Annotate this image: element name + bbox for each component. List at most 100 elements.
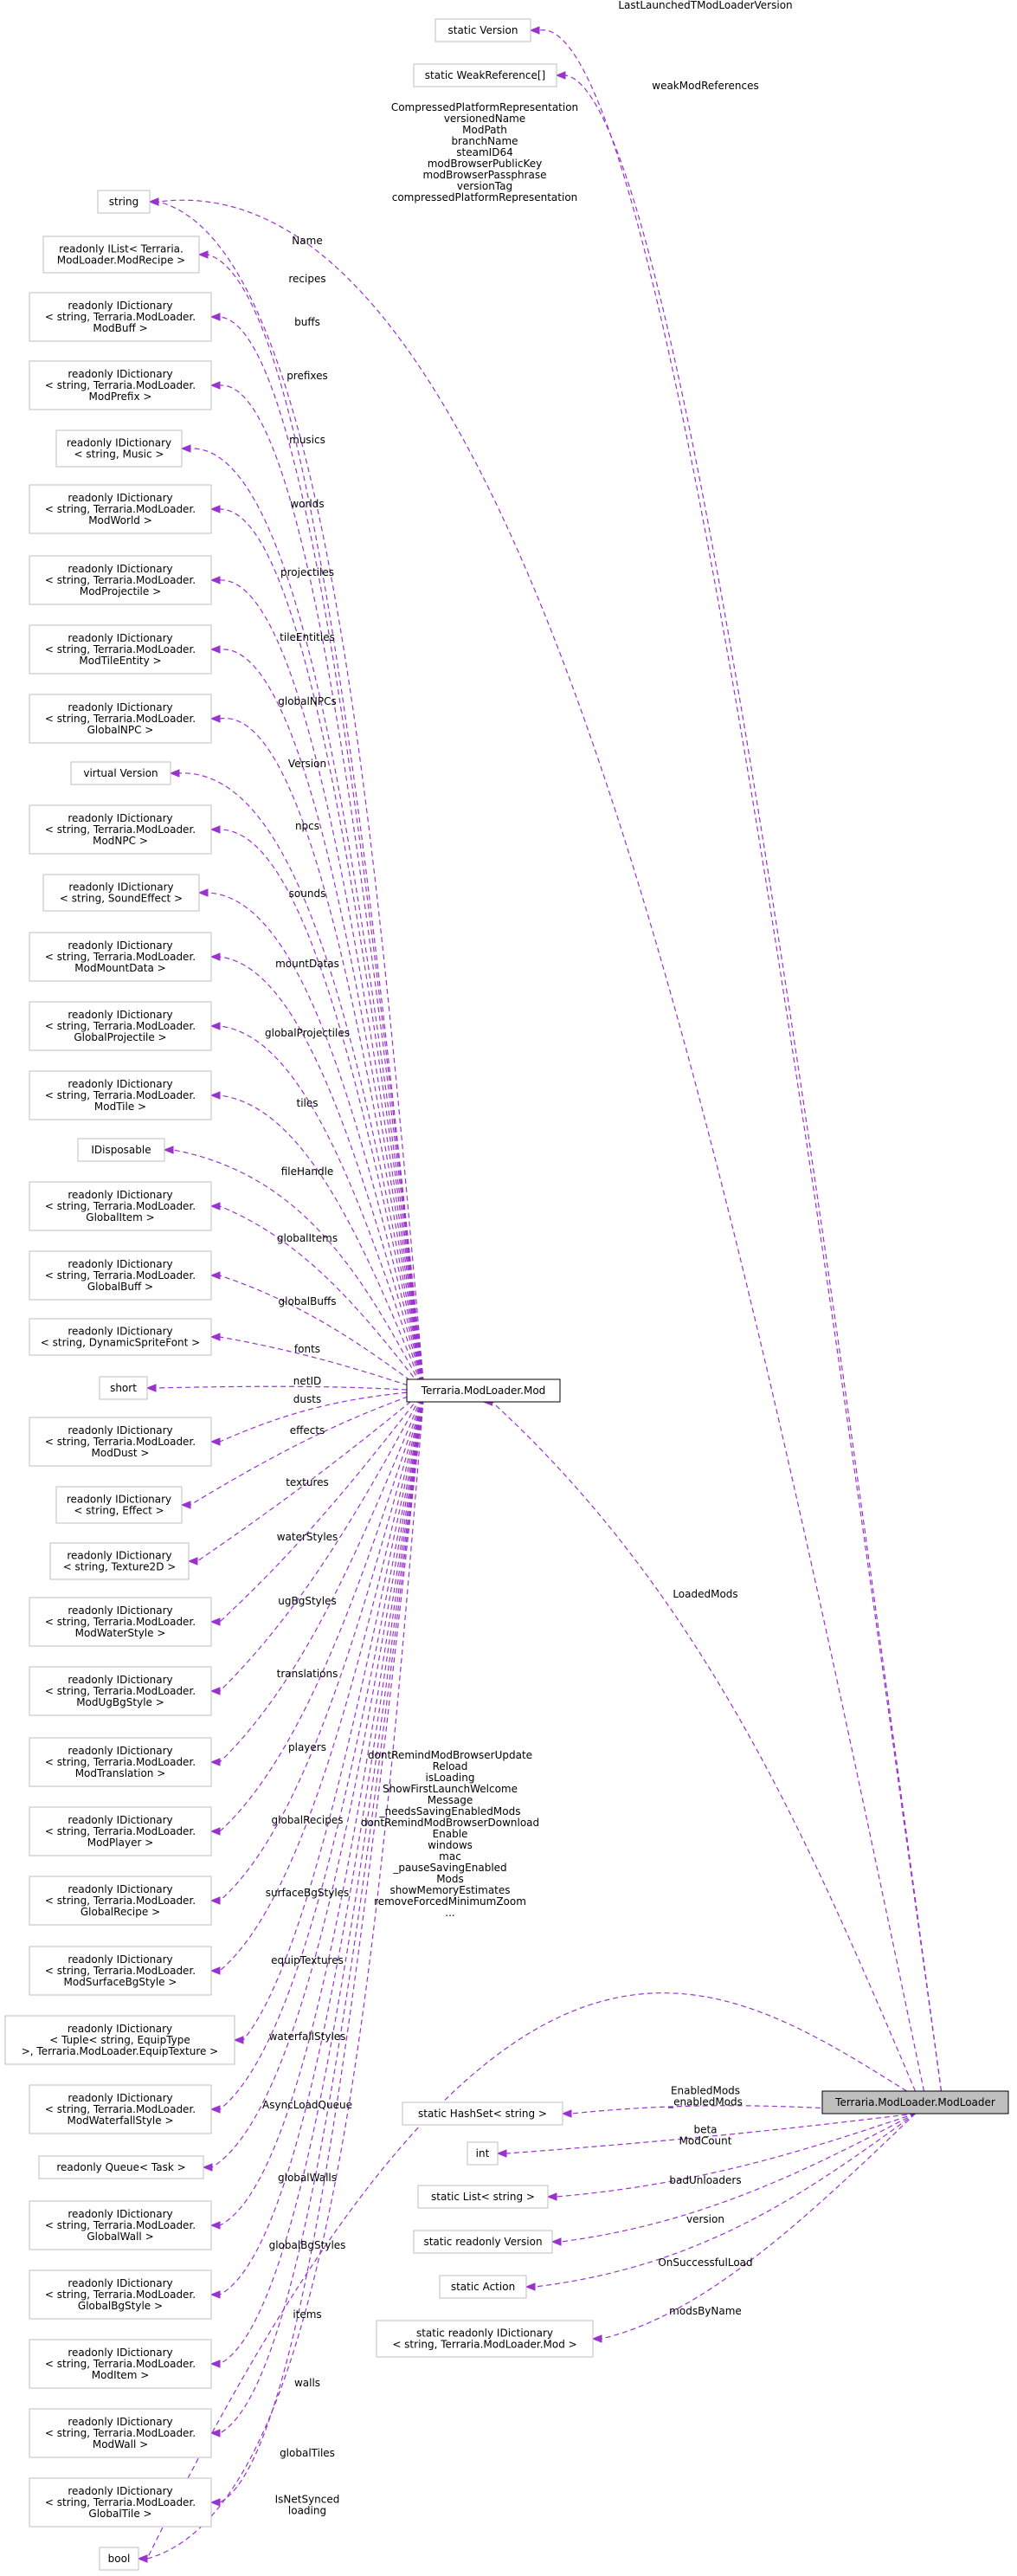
edge-label-water-styles: waterStyles <box>277 1531 338 1543</box>
edge-bool-fields <box>137 1992 907 2563</box>
node-last-version[interactable]: static Version <box>434 18 531 42</box>
node-static-readonly-version[interactable]: static readonly Version <box>413 2230 553 2254</box>
node-dict-music[interactable]: readonly IDictionary< string, Music > <box>55 429 183 468</box>
node-label-dict-globalbuff: readonly IDictionary< string, Terraria.M… <box>45 1258 196 1293</box>
edge-label-ug-bg-styles: ugBgStyles <box>278 1595 336 1607</box>
node-dict-globaltile[interactable]: readonly IDictionary< string, Terraria.M… <box>29 2477 212 2528</box>
node-dict-globalbgstyle[interactable]: readonly IDictionary< string, Terraria.M… <box>29 2269 212 2320</box>
node-label-short: short <box>110 1382 137 1394</box>
edge-label-async-load-queue: AsyncLoadQueue <box>262 2099 352 2111</box>
edge-label-net-id: netID <box>293 1375 321 1387</box>
node-dict-globalbuff[interactable]: readonly IDictionary< string, Terraria.M… <box>29 1250 212 1301</box>
edge-global-items <box>209 1202 425 1391</box>
edge-tiles <box>209 1091 425 1391</box>
edge-label-npcs: npcs <box>295 820 319 832</box>
edge-label-global-projectiles: globalProjectiles <box>265 1027 350 1039</box>
node-weak-refs[interactable]: static WeakReference[] <box>413 63 557 87</box>
node-dict-buff[interactable]: readonly IDictionary< string, Terraria.M… <box>29 292 212 342</box>
node-dict-item[interactable]: readonly IDictionary< string, Terraria.M… <box>29 2339 212 2389</box>
node-label-queue-task: readonly Queue< Task > <box>56 2161 185 2173</box>
edge-label-sounds: sounds <box>289 888 326 900</box>
node-dict-translation[interactable]: readonly IDictionary< string, Terraria.M… <box>29 1737 212 1787</box>
edge-label-global-walls: globalWalls <box>278 2172 337 2184</box>
node-dict-globalnpc[interactable]: readonly IDictionary< string, Terraria.M… <box>29 694 212 744</box>
node-dict-player[interactable]: readonly IDictionary< string, Terraria.M… <box>29 1806 212 1856</box>
node-label-ilist-recipe: readonly IList< Terraria.ModLoader.ModRe… <box>57 243 185 267</box>
node-short[interactable]: short <box>99 1376 148 1400</box>
edge-version <box>169 769 425 1391</box>
node-label-list-string: static List< string > <box>431 2191 535 2203</box>
node-dict-projectile[interactable]: readonly IDictionary< string, Terraria.M… <box>29 555 212 605</box>
node-dict-world[interactable]: readonly IDictionary< string, Terraria.M… <box>29 484 212 534</box>
edge-global-tiles <box>209 1390 425 2507</box>
edge-musics <box>180 444 425 1391</box>
node-dict-sound[interactable]: readonly IDictionary< string, SoundEffec… <box>42 874 200 912</box>
node-dict-mod[interactable]: static readonly IDictionary< string, Ter… <box>376 2320 594 2358</box>
node-dict-tile[interactable]: readonly IDictionary< string, Terraria.M… <box>29 1070 212 1120</box>
node-dict-globalitem[interactable]: readonly IDictionary< string, Terraria.M… <box>29 1181 212 1231</box>
node-dict-waterfallstyle[interactable]: readonly IDictionary< string, Terraria.M… <box>29 2084 212 2134</box>
node-dict-effect[interactable]: readonly IDictionary< string, Effect > <box>55 1486 183 1524</box>
node-dict-surfacebgstyle[interactable]: readonly IDictionary< string, Terraria.M… <box>29 1946 212 1996</box>
edge-name <box>148 197 425 1391</box>
node-dict-equiptexture[interactable]: readonly IDictionary< Tuple< string, Equ… <box>4 2015 235 2065</box>
node-dict-ugbgstyle[interactable]: readonly IDictionary< string, Terraria.M… <box>29 1666 212 1716</box>
node-dict-prefix[interactable]: readonly IDictionary< string, Terraria.M… <box>29 360 212 410</box>
edge-label-players: players <box>288 1741 326 1753</box>
node-dict-globalrecipe[interactable]: readonly IDictionary< string, Terraria.M… <box>29 1876 212 1926</box>
edge-label-global-tiles: globalTiles <box>280 2447 335 2459</box>
edge-label-waterfall-styles: waterfallStyles <box>269 2030 346 2043</box>
node-label-hashset: static HashSet< string > <box>418 2108 547 2120</box>
node-idisposable[interactable]: IDisposable <box>77 1138 165 1162</box>
edge-beta <box>496 2113 916 2158</box>
edge-translations <box>209 1390 425 1766</box>
node-dict-font[interactable]: readonly IDictionary< string, DynamicSpr… <box>29 1318 212 1356</box>
node-label-dict-globalitem: readonly IDictionary< string, Terraria.M… <box>45 1189 196 1223</box>
node-dict-globalprojectile[interactable]: readonly IDictionary< string, Terraria.M… <box>29 1001 212 1051</box>
edge-async-load-queue <box>202 1390 425 2172</box>
node-static-action[interactable]: static Action <box>439 2275 527 2299</box>
edge-fonts <box>209 1333 425 1391</box>
node-dict-dust[interactable]: readonly IDictionary< string, Terraria.M… <box>29 1417 212 1467</box>
edge-label-fonts: fonts <box>294 1343 320 1355</box>
edge-label-weak-mod-refs: weakModReferences <box>652 80 759 92</box>
node-virtual-version[interactable]: virtual Version <box>70 761 171 785</box>
node-ilist-recipe[interactable]: readonly IList< Terraria.ModLoader.ModRe… <box>42 236 200 274</box>
node-label-string: string <box>109 196 138 208</box>
node-label-dict-equiptexture: readonly IDictionary< Tuple< string, Equ… <box>22 2023 218 2057</box>
edge-projectiles <box>209 576 425 1391</box>
edge-label-mount-datas: mountDatas <box>275 958 339 970</box>
node-dict-mountdata[interactable]: readonly IDictionary< string, Terraria.M… <box>29 932 212 982</box>
node-hashset[interactable]: static HashSet< string > <box>402 2101 563 2126</box>
edge-buffs <box>209 313 425 1391</box>
edge-bad-unloaders <box>546 2113 916 2201</box>
edge-label-enabled-mods: EnabledMods_enabledMods <box>667 2085 743 2108</box>
edge-label-on-successful-load: OnSuccessfulLoad <box>658 2256 752 2269</box>
edge-npcs <box>209 825 425 1391</box>
node-label-dict-waterfallstyle: readonly IDictionary< string, Terraria.M… <box>45 2092 196 2127</box>
node-label-dict-globalprojectile: readonly IDictionary< string, Terraria.M… <box>45 1009 196 1043</box>
node-dict-wall[interactable]: readonly IDictionary< string, Terraria.M… <box>29 2408 212 2458</box>
edge-label-textures: textures <box>286 1476 329 1488</box>
edge-label-items: items <box>293 2308 321 2321</box>
node-dict-npc[interactable]: readonly IDictionary< string, Terraria.M… <box>29 804 212 855</box>
node-dict-globalwall[interactable]: readonly IDictionary< string, Terraria.M… <box>29 2200 212 2250</box>
edge-items <box>209 1390 425 2368</box>
node-dict-texture[interactable]: readonly IDictionary< string, Texture2D … <box>49 1542 190 1580</box>
edge-net-id <box>145 1384 425 1392</box>
node-modloader[interactable]: Terraria.ModLoader.ModLoader <box>821 2090 1009 2114</box>
node-bool[interactable]: bool <box>99 2547 139 2571</box>
edge-label-tile-entities: tileEntities <box>280 631 335 643</box>
node-queue-task[interactable]: readonly Queue< Task > <box>38 2155 204 2179</box>
node-string[interactable]: string <box>97 190 151 214</box>
node-list-string[interactable]: static List< string > <box>417 2185 549 2209</box>
node-mod[interactable]: Terraria.ModLoader.Mod <box>406 1378 561 1403</box>
node-dict-tileentity[interactable]: readonly IDictionary< string, Terraria.M… <box>29 624 212 675</box>
edge-label-last-launched: LastLaunchedTModLoaderVersion <box>618 0 792 11</box>
node-label-dict-wall: readonly IDictionary< string, Terraria.M… <box>45 2416 196 2450</box>
edge-worlds <box>209 505 425 1391</box>
node-dict-waterstyle[interactable]: readonly IDictionary< string, Terraria.M… <box>29 1597 212 1647</box>
node-int[interactable]: int <box>467 2141 499 2166</box>
